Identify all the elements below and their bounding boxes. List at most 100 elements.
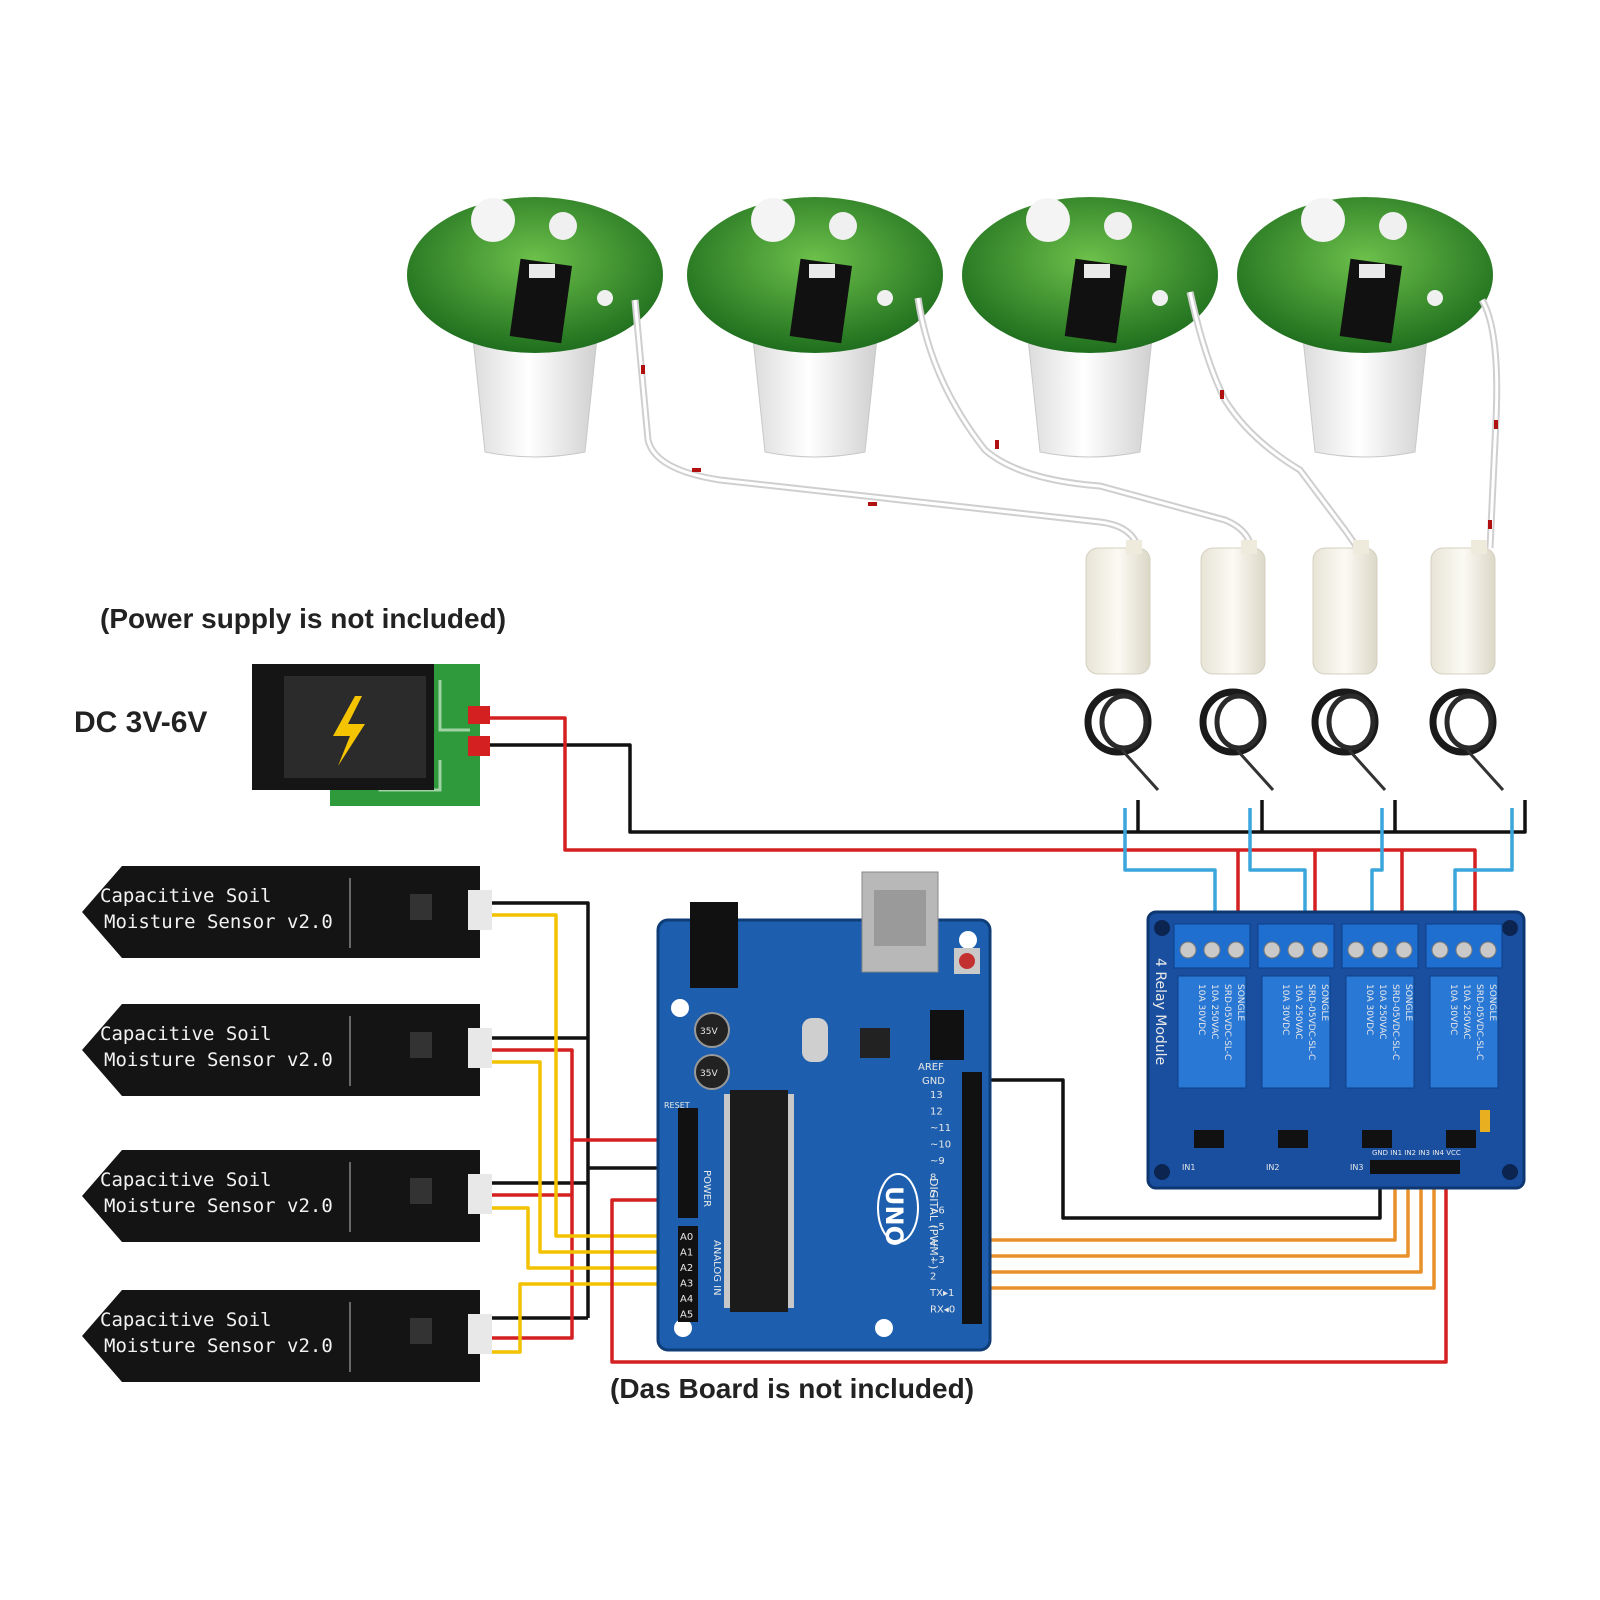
sensor-in-pot — [1064, 258, 1128, 344]
power-led — [1480, 1110, 1490, 1132]
wire-pump-blue — [1123, 808, 1217, 915]
reset-label: RESET — [664, 1101, 690, 1110]
sensor-board — [82, 1150, 480, 1242]
board-note: (Das Board is not included) — [610, 1373, 974, 1404]
sensor-chip — [410, 1032, 432, 1058]
crystal — [802, 1018, 828, 1062]
relay-module-title: 4 Relay Module — [1152, 958, 1168, 1065]
sensor-label-line2: Moisture Sensor v2.0 — [104, 911, 333, 933]
relay-cube — [1177, 975, 1247, 1089]
wire-sensor-signal — [492, 1206, 665, 1270]
screw-icon — [1263, 941, 1281, 959]
optocoupler — [1362, 1130, 1392, 1148]
analog-pin-label: A5 — [680, 1310, 693, 1321]
sensor-connector — [1084, 264, 1110, 278]
screw-icon — [1455, 941, 1473, 959]
soil-sensor-4: Capacitive Soil Moisture Sensor v2.0 — [82, 1290, 492, 1382]
terminal-red — [468, 736, 490, 756]
sensor-chip — [410, 1178, 432, 1204]
capacitor — [694, 1012, 730, 1048]
flow-arrow — [641, 365, 645, 374]
flower — [471, 198, 515, 242]
power-supply-module — [252, 664, 490, 806]
sensor-label-line2: Moisture Sensor v2.0 — [104, 1195, 333, 1217]
flower — [751, 198, 795, 242]
pump-cable-coil — [1444, 693, 1494, 751]
pump-body — [1200, 547, 1266, 675]
sensor-connector — [468, 890, 492, 930]
flower — [1152, 290, 1168, 306]
pump-leads — [1465, 748, 1505, 792]
dc-jack — [690, 902, 738, 988]
capacitor-label: 35V — [700, 1069, 718, 1079]
digital-pin-label: 8 — [930, 1173, 936, 1184]
analog-pin-label: A1 — [680, 1248, 693, 1259]
pump-body — [1085, 547, 1151, 675]
water-tubes-inner — [633, 291, 1499, 553]
reset-button-cap — [959, 953, 975, 969]
soil-sensor-2: Capacitive Soil Moisture Sensor v2.0 — [82, 1004, 492, 1096]
sensor-label-line1: Capacitive Soil — [100, 1309, 272, 1331]
sensor-connector — [468, 1028, 492, 1068]
pump-leads — [1235, 748, 1275, 792]
relay-input-label: IN2 — [1266, 1163, 1279, 1172]
screw-icon — [1479, 941, 1497, 959]
usb-chip — [860, 1028, 890, 1058]
pump-1 — [1084, 540, 1160, 792]
sensor-chip — [410, 1318, 432, 1344]
atmega-chip — [730, 1090, 788, 1312]
flower — [597, 290, 613, 306]
flower — [877, 290, 893, 306]
flow-arrow — [1494, 420, 1498, 429]
wire-sensor-signal — [492, 1282, 665, 1354]
power-label: POWER — [701, 1170, 712, 1207]
pump-leads — [1347, 748, 1387, 792]
tube-1-core — [633, 299, 1140, 549]
pump-body — [1430, 547, 1496, 675]
wire-power-black — [490, 743, 1527, 834]
mount-hole — [959, 931, 977, 949]
sensor-in-pot — [1339, 258, 1403, 344]
digital-pin-label: TX▸1 — [929, 1288, 954, 1299]
flower — [1427, 290, 1443, 306]
screw-icon — [1431, 941, 1449, 959]
wire-relay-in — [990, 1185, 1423, 1274]
pot — [752, 337, 878, 458]
sensor-in-pot — [789, 258, 853, 344]
digital-pin-label: ~5 — [930, 1222, 945, 1233]
relay-header-label: GND IN1 IN2 IN3 IN4 VCC — [1372, 1149, 1461, 1157]
sensor-label-line1: Capacitive Soil — [100, 1023, 272, 1045]
mount-hole — [1502, 1164, 1518, 1180]
capacitor — [694, 1054, 730, 1090]
analog-label: ANALOG IN — [711, 1240, 722, 1296]
digital-pin-label: RX◂0 — [930, 1305, 955, 1316]
sensor-connector — [468, 1174, 492, 1214]
pump-2 — [1199, 540, 1275, 792]
sensor-board — [82, 866, 480, 958]
flow-arrow — [995, 440, 999, 449]
flower — [1379, 212, 1407, 240]
analog-pin-label: A0 — [680, 1232, 693, 1243]
relay-cube — [1429, 975, 1499, 1089]
pump-body — [1312, 547, 1378, 675]
chip-socket-pins-right — [788, 1094, 794, 1308]
wire-pump-blue — [1370, 808, 1384, 915]
relay-spec-line: 10A 30VDC — [1280, 984, 1290, 1035]
relay-spec-line: SRD-05VDC-SL-C — [1222, 984, 1232, 1060]
relay-input-label: IN3 — [1350, 1163, 1363, 1172]
uno-logo-ring — [877, 1173, 919, 1243]
usb-port-inner — [874, 890, 926, 946]
optocoupler — [1194, 1130, 1224, 1148]
capacitor-label: 35V — [700, 1027, 718, 1037]
wire-sensor-gnd — [492, 901, 590, 1318]
soil-sensor-1: Capacitive Soil Moisture Sensor v2.0 — [82, 866, 492, 958]
digital-header — [962, 1072, 982, 1324]
pump-cable-coil — [1326, 693, 1376, 751]
sensor-connector — [468, 1314, 492, 1354]
